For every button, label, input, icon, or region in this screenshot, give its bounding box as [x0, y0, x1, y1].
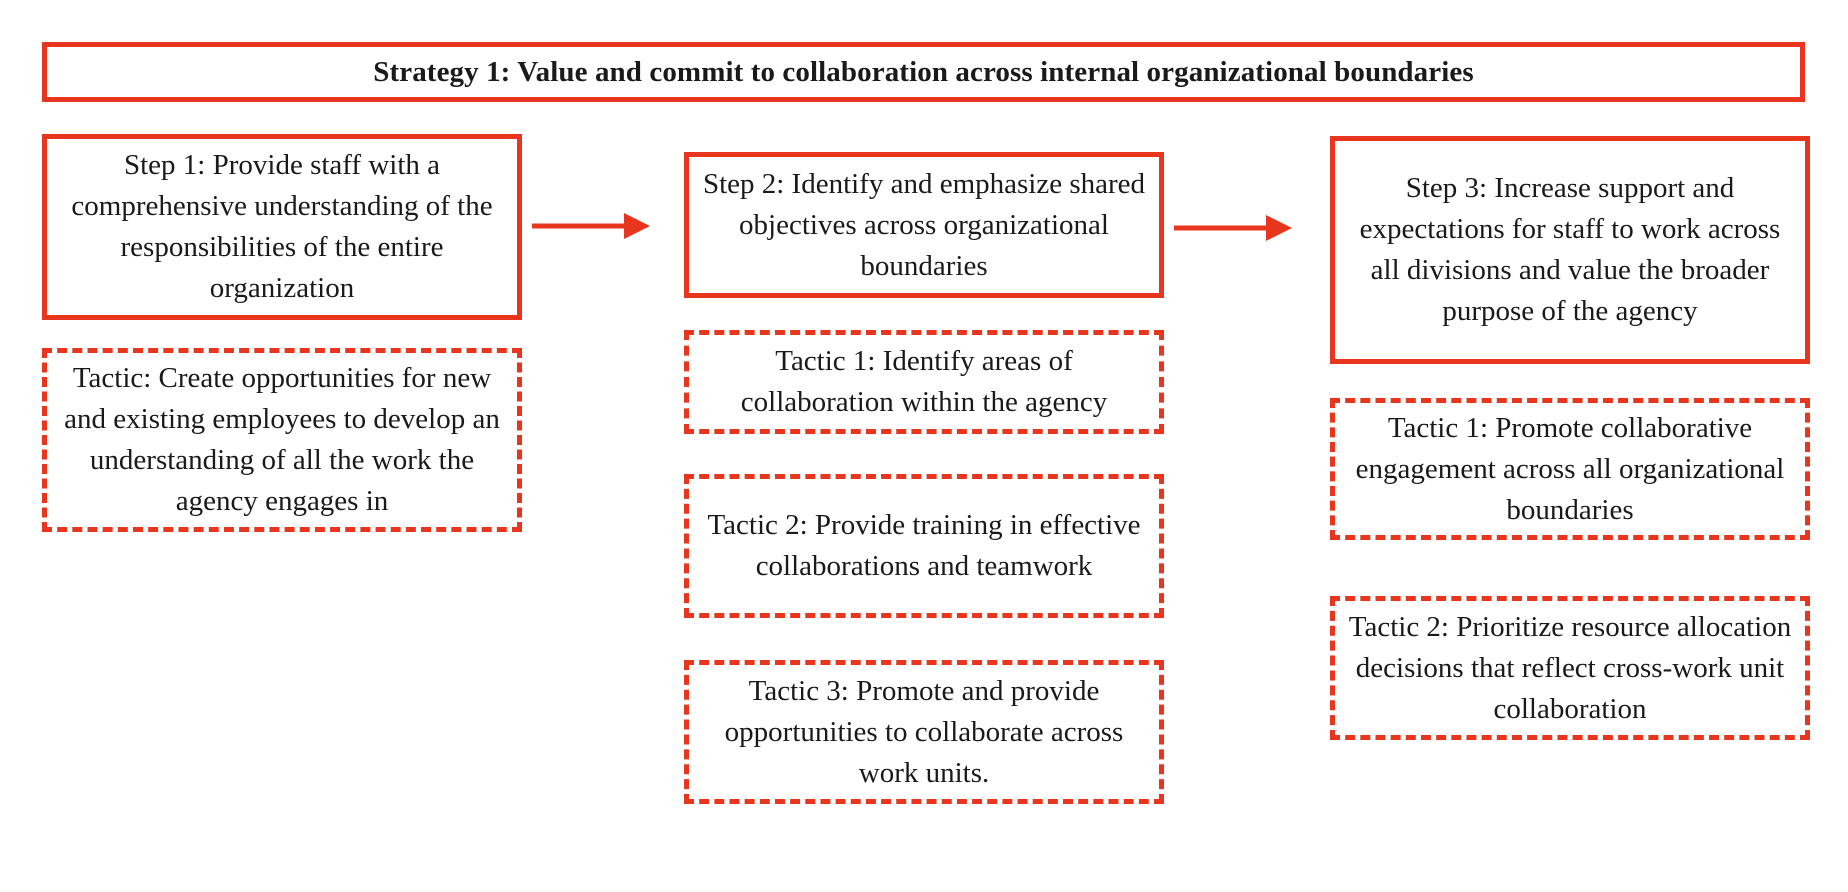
step-2-tactic-3: Tactic 3: Promote and provide opportunit… [724, 674, 1124, 789]
arrow-step-1-to-step-2 [532, 213, 650, 239]
step-3-tactic-2: Tactic 2: Prioritize resource allocation… [1348, 610, 1792, 725]
step-3-tactic-2-box: Tactic 2: Prioritize resource allocation… [1330, 596, 1810, 740]
step-3-tactic-1-box: Tactic 1: Promote collaborative engageme… [1330, 398, 1810, 540]
strategy-title-box: Strategy 1: Value and commit to collabor… [42, 42, 1805, 102]
step-3-label: Step 3: Increase support and expectation… [1359, 172, 1781, 327]
step-2-label: Step 2: Identify and emphasize shared ob… [702, 167, 1146, 282]
step-2-tactic-2-box: Tactic 2: Provide training in effective … [684, 474, 1164, 618]
arrow-step-2-to-step-3 [1174, 215, 1292, 241]
step-2-tactic-3-box: Tactic 3: Promote and provide opportunit… [684, 660, 1164, 804]
step-1-label: Step 1: Provide staff with a comprehensi… [71, 149, 493, 304]
step-3-tactic-1: Tactic 1: Promote collaborative engageme… [1355, 411, 1785, 526]
step-2-box: Step 2: Identify and emphasize shared ob… [684, 152, 1164, 298]
step-1-tactic: Tactic: Create opportunities for new and… [64, 362, 500, 517]
step-2-tactic-1: Tactic 1: Identify areas of collaboratio… [740, 345, 1108, 418]
step-1-box: Step 1: Provide staff with a comprehensi… [42, 134, 522, 320]
step-3-box: Step 3: Increase support and expectation… [1330, 136, 1810, 364]
step-2-tactic-1-box: Tactic 1: Identify areas of collaboratio… [684, 330, 1164, 434]
step-1-tactic-box: Tactic: Create opportunities for new and… [42, 348, 522, 532]
strategy-title: Strategy 1: Value and commit to collabor… [373, 55, 1474, 88]
step-2-tactic-2: Tactic 2: Provide training in effective … [707, 509, 1141, 582]
